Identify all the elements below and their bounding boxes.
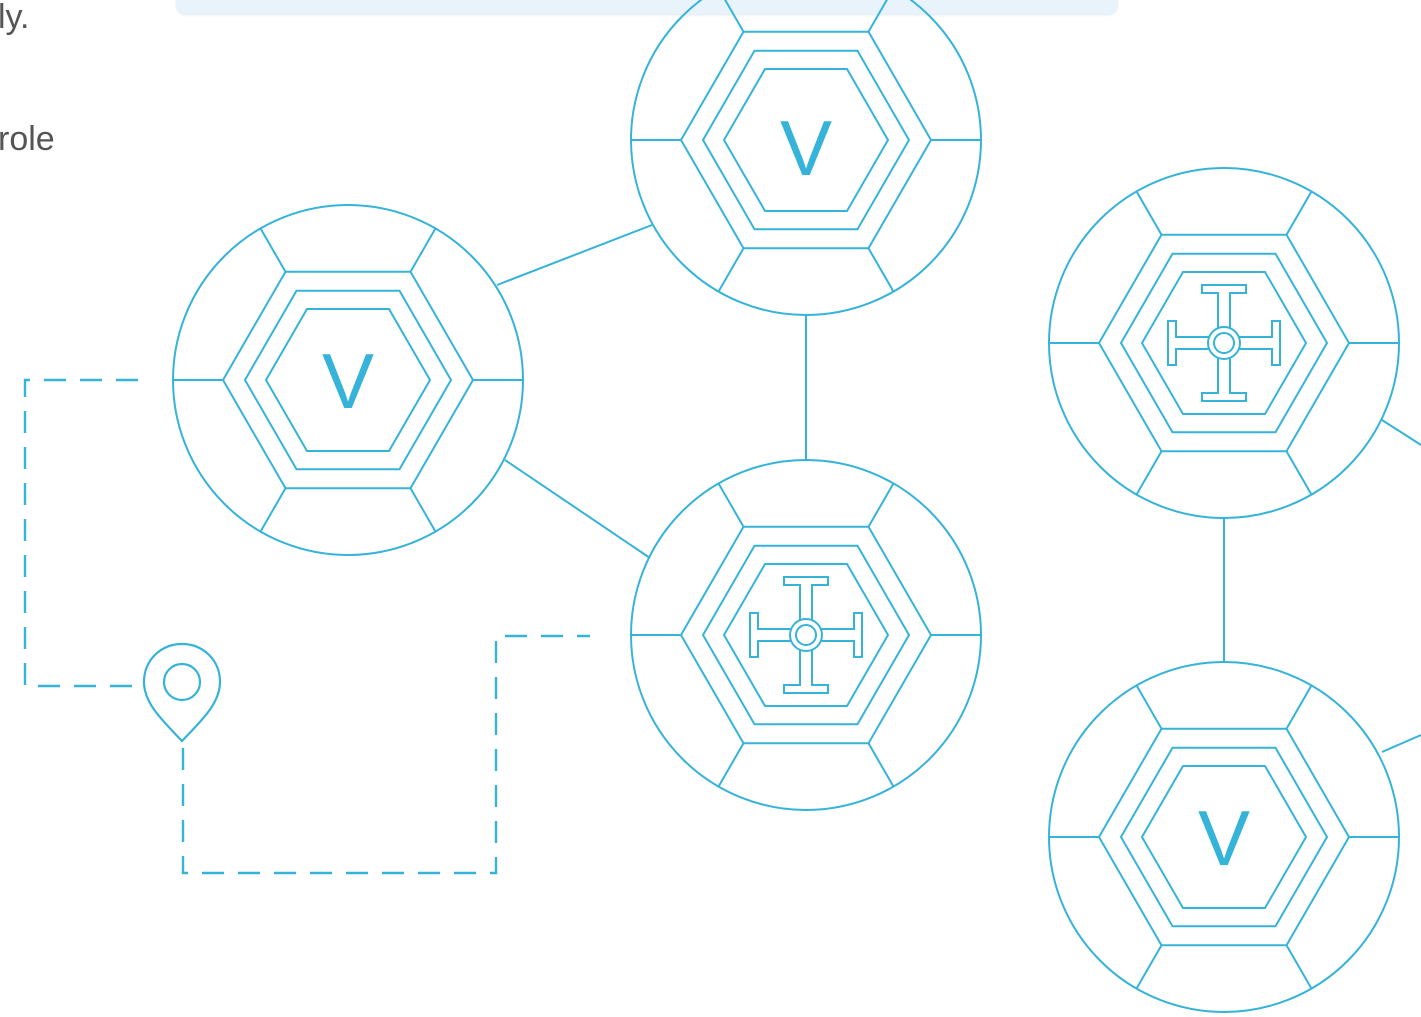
link-bottom-offscreen: [1381, 734, 1421, 753]
text-fragment-role: role: [0, 120, 55, 158]
link-left-top: [496, 224, 653, 286]
crosshair-valve-icon: [1167, 284, 1281, 402]
dashed-route-left: [23, 378, 138, 688]
node-v-bottom-right: V: [1048, 661, 1400, 1013]
v-letter-icon: V: [322, 337, 374, 425]
crosshair-valve-icon: [749, 576, 863, 694]
node-v-left: V: [172, 204, 524, 556]
location-pin-icon: [142, 642, 222, 743]
dashed-route-bottom: [181, 634, 590, 875]
link-left-center: [504, 459, 651, 559]
node-v-top: V: [630, 0, 982, 316]
text-fragment-ly: ly.: [0, 0, 30, 36]
v-letter-icon: V: [780, 104, 832, 192]
node-cross-right: [1048, 167, 1400, 519]
top-banner-strip: [176, 0, 1118, 14]
link-right-offscreen: [1381, 419, 1421, 446]
v-letter-icon: V: [1198, 794, 1250, 882]
node-cross-center: [630, 459, 982, 811]
